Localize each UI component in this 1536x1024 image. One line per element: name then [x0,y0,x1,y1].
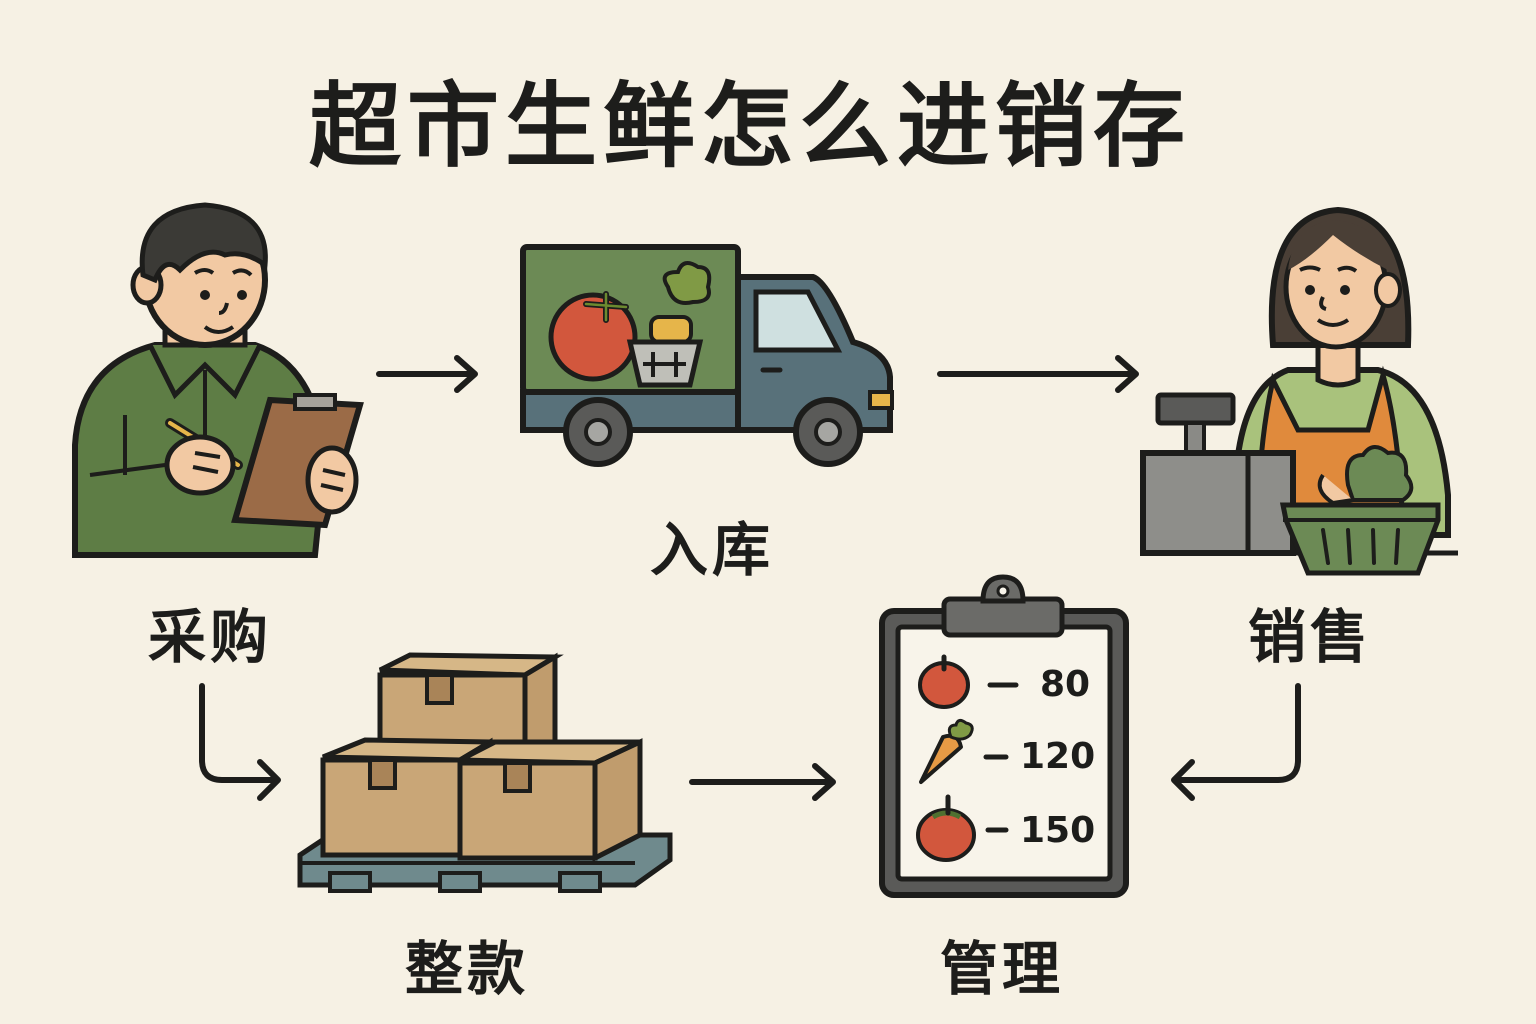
step-label-sorting: 整款 [405,935,530,1003]
inventory-value-2: 120 [1020,736,1096,777]
arrow-sorting-to-management [688,760,843,804]
step-label-sales: 销售 [1248,603,1373,671]
step-label-warehousing: 入库 [650,516,775,584]
tomato-icon [918,654,970,709]
page-title: 超市生鲜怎么进销存 [308,73,1191,180]
arrow-warehousing-to-sales [936,352,1146,396]
inventory-value-3: 150 [1020,810,1096,851]
arrow-purchase-to-sorting [190,680,290,805]
arrow-purchase-to-warehousing [375,352,485,396]
boxes-pallet-illustration [295,645,675,895]
tomato-icon [916,794,976,862]
cashier-illustration [1138,195,1468,580]
inventory-value-1: 80 [1040,664,1091,705]
step-label-management: 管理 [940,935,1065,1003]
purchaser-illustration [55,195,375,565]
carrot-icon [919,718,974,784]
arrow-sales-to-management [1160,680,1310,805]
delivery-truck-illustration [518,242,898,467]
step-label-purchase: 采购 [148,603,273,671]
inventory-clipboard-illustration [878,574,1130,899]
